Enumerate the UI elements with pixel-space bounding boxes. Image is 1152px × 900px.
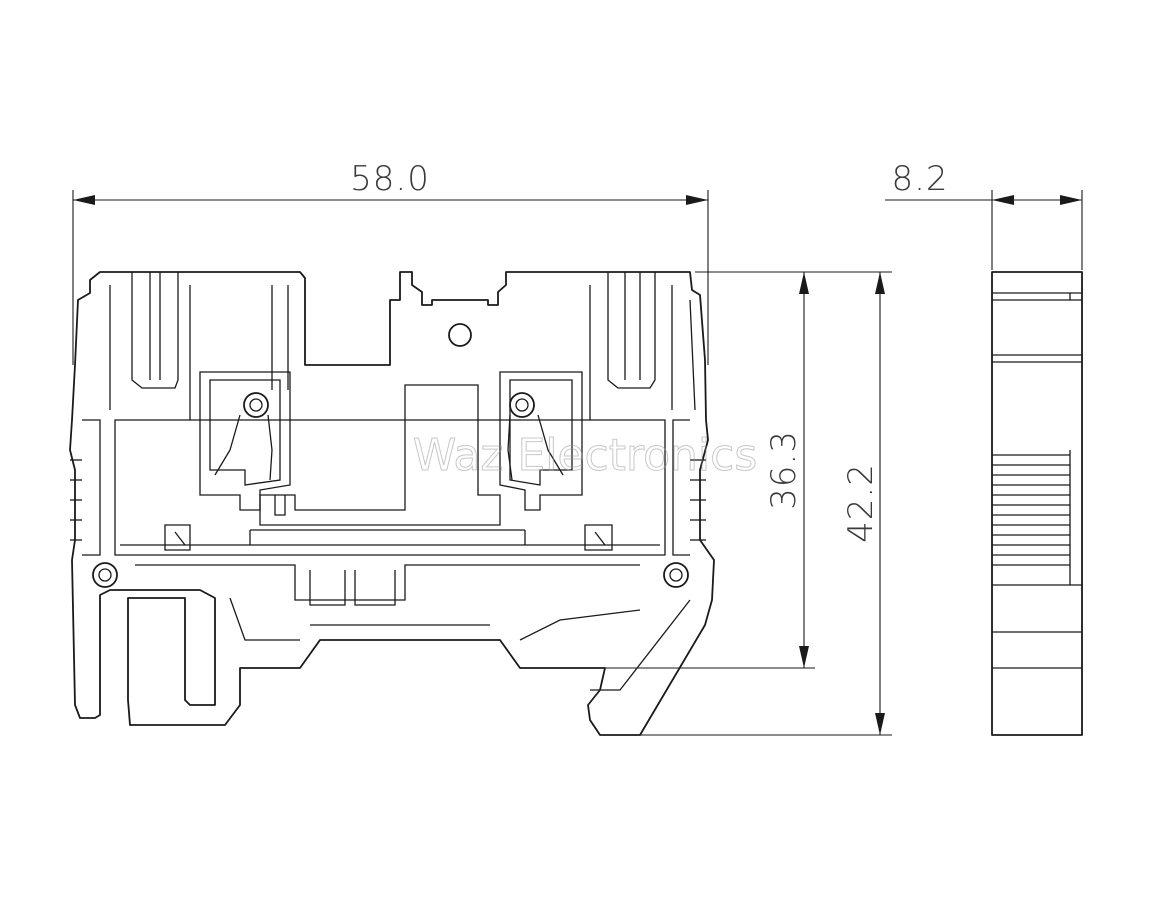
center-busbar <box>259 384 501 526</box>
thickness-dimension: 8.2 <box>885 159 1083 270</box>
watermark: Waz Electronics <box>413 430 758 481</box>
left-mounting-hole <box>92 562 118 588</box>
terminal-front-view <box>69 271 715 736</box>
inner-height-dimension-label: 36.3 <box>764 430 804 510</box>
right-clamp-pivot <box>509 392 535 418</box>
total-height-dimension: 42.2 <box>620 271 892 736</box>
thickness-dimension-label: 8.2 <box>891 159 948 199</box>
right-mounting-hole <box>663 562 689 588</box>
left-clamp-housing <box>199 371 291 511</box>
side-profile-outline <box>991 271 1083 736</box>
width-dimension-label: 58.0 <box>350 159 430 199</box>
width-dimension: 58.0 <box>72 159 709 365</box>
left-clamp-pivot <box>243 392 269 418</box>
housing-outline <box>69 271 715 736</box>
terminal-side-view <box>991 271 1083 736</box>
right-clamp-housing <box>499 371 583 511</box>
test-point-hole <box>448 323 472 347</box>
inner-height-dimension: 36.3 <box>600 271 815 669</box>
total-height-dimension-label: 42.2 <box>841 463 881 543</box>
side-grip-ribs <box>992 450 1071 585</box>
